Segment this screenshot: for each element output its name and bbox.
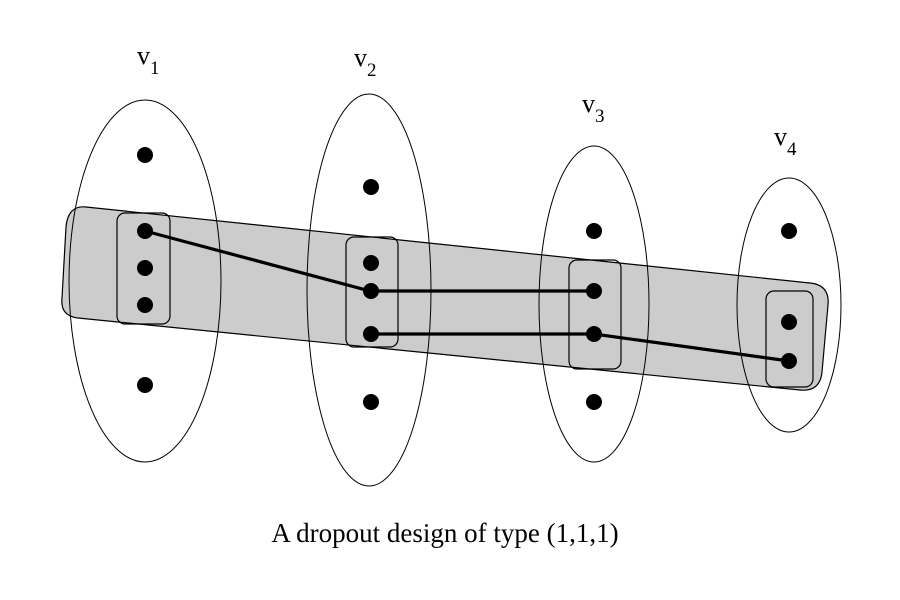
vertex (586, 326, 602, 342)
diagram-caption: A dropout design of type (1,1,1) (271, 518, 618, 548)
vertex (586, 223, 602, 239)
part-label-v4: v4 (774, 122, 797, 160)
vertex (363, 394, 379, 410)
part-ellipse-v3 (538, 145, 650, 463)
part-label-v2-sub: 2 (367, 60, 377, 81)
vertex (363, 179, 379, 195)
part-ellipse-v4 (736, 177, 842, 433)
vertex (137, 297, 153, 313)
vertex (781, 353, 797, 369)
part-label-v2: v2 (354, 43, 377, 81)
vertex (586, 283, 602, 299)
part-label-v4-letter: v (774, 122, 787, 151)
group-box-v4 (765, 290, 814, 388)
vertex (781, 223, 797, 239)
part-label-v4-sub: 4 (787, 139, 797, 160)
vertex (137, 260, 153, 276)
vertex (586, 394, 602, 410)
vertex (363, 326, 379, 342)
part-label-v1-sub: 1 (150, 58, 160, 79)
group-box-v3 (568, 259, 622, 370)
part-label-v3-sub: 3 (595, 106, 605, 127)
vertex (137, 377, 153, 393)
vertex (137, 147, 153, 163)
vertex (781, 314, 797, 330)
vertex (363, 255, 379, 271)
part-label-v3-letter: v (582, 89, 595, 118)
shaded-band (61, 206, 829, 391)
vertex (363, 283, 379, 299)
part-label-v1-letter: v (137, 41, 150, 70)
part-label-v3: v3 (582, 89, 605, 127)
part-label-v1: v1 (137, 41, 160, 79)
group-box-v1 (116, 212, 171, 325)
vertex (137, 223, 153, 239)
part-label-v2-letter: v (354, 43, 367, 72)
part-ellipse-v1 (68, 99, 222, 463)
